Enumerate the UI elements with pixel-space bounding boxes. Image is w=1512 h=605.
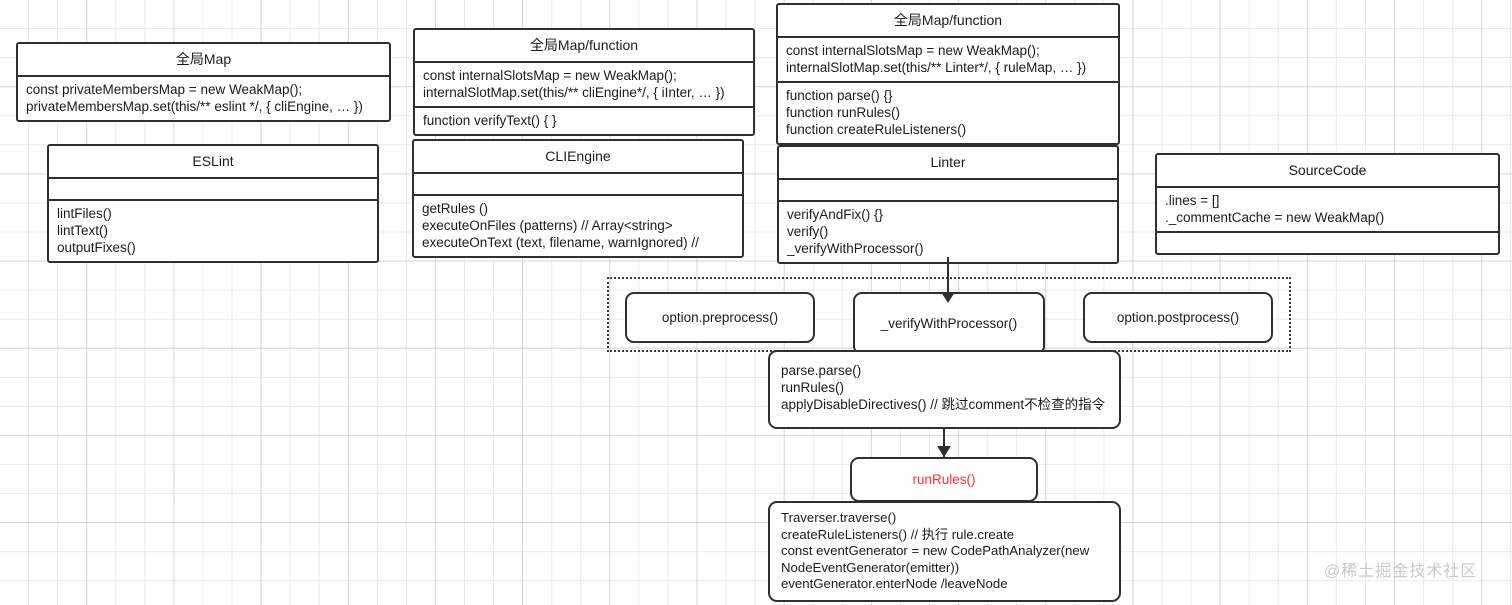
uml-methods-sourcecode [1157, 231, 1498, 253]
uml-attributes-cliengine [414, 172, 742, 194]
uml-title-eslint: ESLint [192, 153, 234, 169]
connector-verifydetail-to-runrules [943, 429, 945, 457]
uml-title-global-map-linter: 全局Map/function [893, 12, 1003, 28]
uml-attributes-linter [779, 178, 1117, 200]
uml-body-global-map-linter: const internalSlotsMap = new WeakMap(); … [778, 36, 1118, 81]
uml-box-global-map-cliengine[interactable]: 全局Map/function const internalSlotsMap = … [413, 28, 755, 136]
uml-methods-cliengine: getRules () executeOnFiles (patterns) //… [414, 194, 742, 256]
uml-title-sourcecode: SourceCode [1288, 162, 1367, 178]
flow-box-verify-detail[interactable]: parse.parse() runRules() applyDisableDir… [768, 350, 1121, 429]
uml-functions-global-map-linter: function parse() {} function runRules() … [778, 81, 1118, 143]
uml-methods-linter: verifyAndFix() {} verify() _verifyWithPr… [779, 200, 1117, 262]
uml-title-cliengine: CLIEngine [545, 148, 611, 164]
uml-box-sourcecode[interactable]: SourceCode .lines = [] ._commentCache = … [1155, 153, 1500, 255]
uml-box-global-map-linter[interactable]: 全局Map/function const internalSlotsMap = … [776, 3, 1120, 145]
uml-body-global-map-cliengine: const internalSlotsMap = new WeakMap(); … [415, 61, 753, 106]
uml-box-eslint[interactable]: ESLint lintFiles() lintText() outputFixe… [47, 144, 379, 263]
arrowhead-verifydetail-to-runrules [937, 446, 951, 457]
uml-attributes-sourcecode: .lines = [] ._commentCache = new WeakMap… [1157, 186, 1498, 231]
uml-body-global-map-eslint: const privateMembersMap = new WeakMap();… [18, 75, 389, 120]
flow-box-option-postprocess[interactable]: option.postprocess() [1083, 292, 1273, 343]
uml-title-global-map-eslint: 全局Map [175, 51, 232, 67]
uml-box-linter[interactable]: Linter verifyAndFix() {} verify() _verif… [777, 145, 1119, 264]
watermark-label: @稀土掘金技术社区 [1324, 563, 1478, 580]
flow-box-run-rules-detail[interactable]: Traverser.traverse() createRuleListeners… [768, 501, 1121, 602]
uml-attributes-eslint [49, 177, 377, 199]
flow-box-option-preprocess[interactable]: option.preprocess() [625, 292, 815, 343]
uml-title-global-map-cliengine: 全局Map/function [529, 37, 639, 53]
connector-linter-to-verifywithprocessor [947, 257, 949, 301]
arrowhead-linter-to-verifywithprocessor [941, 292, 955, 303]
uml-methods-eslint: lintFiles() lintText() outputFixes() [49, 199, 377, 261]
uml-functions-global-map-cliengine: function verifyText() { } [415, 106, 753, 134]
uml-title-linter: Linter [930, 154, 966, 170]
flow-box-run-rules[interactable]: runRules() [850, 457, 1038, 502]
uml-box-cliengine[interactable]: CLIEngine getRules () executeOnFiles (pa… [412, 139, 744, 258]
uml-box-global-map-eslint[interactable]: 全局Map const privateMembersMap = new Weak… [16, 42, 391, 122]
